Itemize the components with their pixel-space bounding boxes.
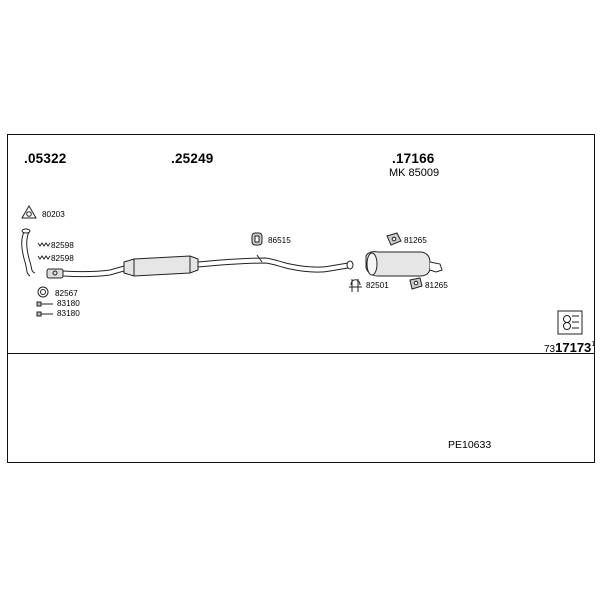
reference-icon xyxy=(557,310,583,335)
gasket-icon xyxy=(21,205,37,219)
middle-group-code: .25249 xyxy=(171,151,214,166)
bolt-1-label: 83180 xyxy=(57,299,80,308)
clamp-label: 82501 xyxy=(366,281,389,290)
ring-icon xyxy=(37,286,49,298)
spring-icon xyxy=(37,242,51,260)
spring-2-label: 82598 xyxy=(51,254,74,263)
reference-suffix: 1 xyxy=(591,341,596,348)
hanger-icon xyxy=(251,232,263,246)
hanger-rear-top-label: 81265 xyxy=(404,236,427,245)
hanger-rear-bottom-icon xyxy=(409,277,423,290)
hanger-rear-top-icon xyxy=(386,232,402,246)
spring-1-label: 82598 xyxy=(51,241,74,250)
clamp-icon xyxy=(349,279,362,292)
front-downpipe xyxy=(21,228,36,277)
hanger-rear-bottom-label: 81265 xyxy=(425,281,448,290)
rear-kit-code: MK 85009 xyxy=(389,167,440,179)
middle-pipe xyxy=(197,254,354,273)
diagram-divider xyxy=(7,353,595,354)
rear-group-code: .17166 xyxy=(392,151,435,166)
ring-label: 82567 xyxy=(55,289,78,298)
reference-prefix: 73 xyxy=(544,344,556,355)
reference-code: 17173 xyxy=(555,340,592,355)
bolt-2-label: 83180 xyxy=(57,309,80,318)
reference-number: 73171731 xyxy=(544,341,595,355)
middle-silencer xyxy=(123,255,199,277)
front-flange xyxy=(46,268,64,279)
rear-silencer xyxy=(365,251,443,277)
hanger-mid-label: 86515 xyxy=(268,236,291,245)
set-code: PE10633 xyxy=(448,439,492,451)
diagram-frame xyxy=(7,134,595,463)
gasket-top-label: 80203 xyxy=(42,210,65,219)
front-pipe xyxy=(62,265,125,278)
front-group-code: .05322 xyxy=(24,151,67,166)
bolt-icon xyxy=(36,301,53,317)
